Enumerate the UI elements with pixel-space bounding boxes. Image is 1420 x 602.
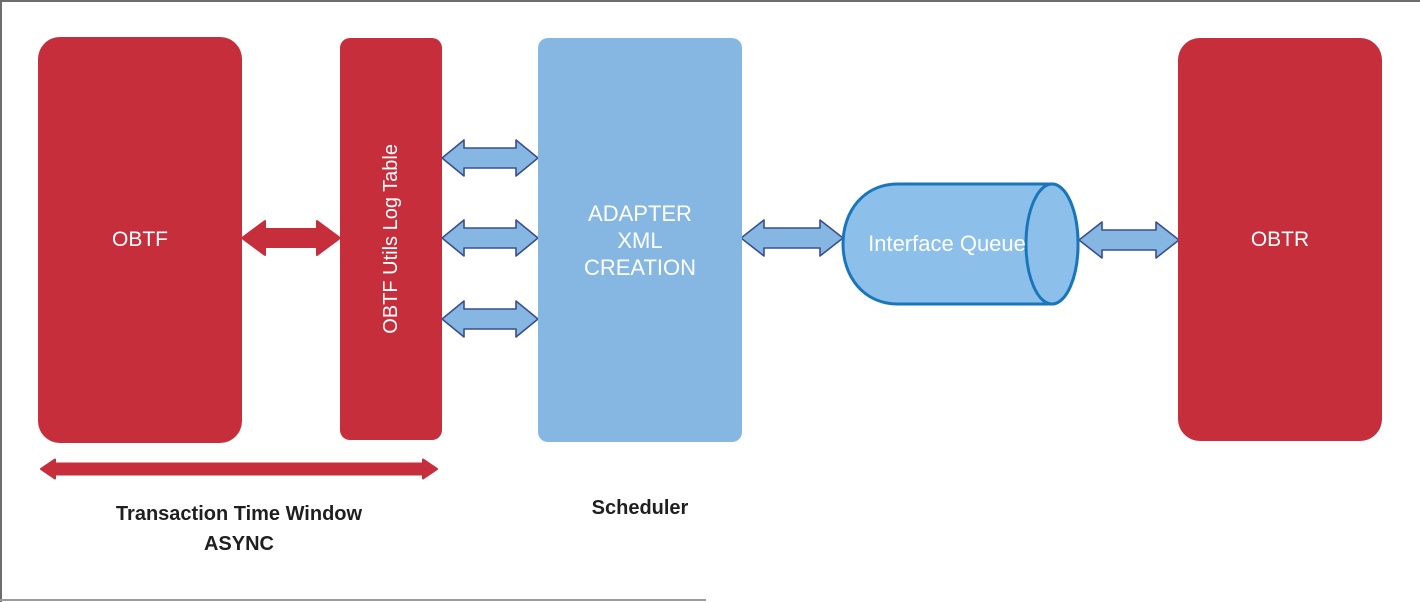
page-border-bottom: [0, 599, 706, 601]
node-obtr-label: OBTR: [1250, 227, 1310, 251]
utils-to-adapter-arrow-1: [441, 139, 539, 177]
node-obtr: OBTR: [1178, 38, 1382, 441]
transaction-time-window-arrow: [40, 458, 438, 480]
page-border-top: [0, 0, 1420, 2]
page-border-left: [0, 0, 2, 602]
node-interface-queue: Interface Queue: [840, 181, 1082, 307]
node-obtf-label: OBTF: [112, 228, 168, 251]
node-adapter-xml-creation: ADAPTER XML CREATION: [538, 38, 742, 442]
node-adapter-xml-creation-label: ADAPTER XML CREATION: [583, 200, 697, 280]
node-obtf-utils-log-table-label: OBTF Utils Log Table: [379, 144, 402, 334]
cylinder-shape: [841, 182, 1080, 306]
queue-to-obtr-arrow: [1078, 221, 1180, 259]
utils-to-adapter-arrow-2: [441, 219, 539, 257]
adapter-to-queue-arrow: [740, 219, 844, 257]
utils-to-adapter-arrow-3: [441, 300, 539, 338]
node-obtf-utils-log-table: OBTF Utils Log Table: [340, 38, 442, 440]
transaction-time-window-caption: Transaction Time Window ASYNC: [115, 503, 363, 555]
obtf-to-utils-arrow: [241, 220, 341, 256]
node-obtf: OBTF: [38, 37, 242, 443]
node-interface-queue-label: Interface Queue: [868, 231, 1026, 256]
scheduler-caption: Scheduler: [591, 497, 689, 519]
